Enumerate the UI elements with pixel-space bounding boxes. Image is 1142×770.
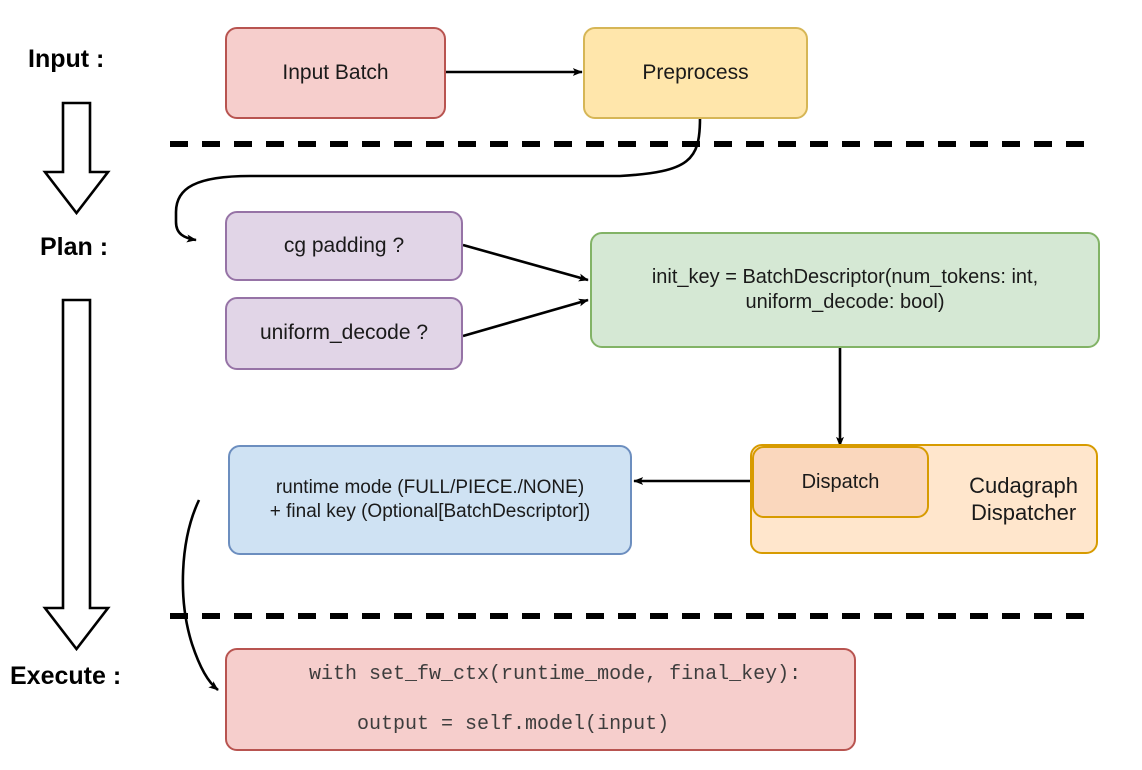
edge-runtime-mode-to-execute-code [181, 499, 219, 692]
node-init-key[interactable]: init_key = BatchDescriptor(num_tokens: i… [590, 232, 1100, 348]
edge-cg-padding-to-init-key [462, 243, 589, 282]
node-execute-code-line2: output = self.model(input) [309, 713, 670, 736]
node-runtime-mode-line1: runtime mode (FULL/PIECE./NONE) [275, 477, 585, 499]
stage-label-plan: Plan : [40, 233, 109, 261]
node-execute-code-line1: with set_fw_ctx(runtime_mode, final_key)… [309, 663, 802, 686]
node-preprocess[interactable]: Preprocess [583, 27, 808, 119]
node-init-key-line1: init_key = BatchDescriptor(num_tokens: i… [651, 266, 1039, 288]
edge-uniform-decode-to-init-key [462, 298, 589, 338]
node-input-batch-label: Input Batch [282, 60, 389, 84]
node-dispatch[interactable]: Dispatch [752, 446, 929, 518]
node-cg-padding[interactable]: cg padding ? [225, 211, 463, 281]
node-runtime-mode[interactable]: runtime mode (FULL/PIECE./NONE) + final … [228, 445, 632, 555]
node-preprocess-label: Preprocess [642, 60, 749, 84]
node-cudagraph-dispatcher-line2: Dispatcher [970, 500, 1077, 525]
node-uniform-decode-label: uniform_decode ? [259, 321, 429, 345]
node-runtime-mode-line2: + final key (Optional[BatchDescriptor]) [269, 501, 591, 522]
block-arrow-plan-to-execute [42, 298, 111, 652]
node-cudagraph-dispatcher-line1: Cudagraph [969, 472, 1078, 498]
node-input-batch[interactable]: Input Batch [225, 27, 446, 119]
node-runtime-mode-text: runtime mode (FULL/PIECE./NONE) + final … [270, 476, 591, 524]
node-dispatch-label: Dispatch [801, 470, 880, 493]
node-execute-code-text: with set_fw_ctx(runtime_mode, final_key)… [237, 637, 801, 762]
node-cudagraph-dispatcher-text: Cudagraph Dispatcher [969, 472, 1078, 527]
block-arrow-input-to-plan [42, 101, 111, 216]
stage-label-input: Input : [28, 45, 105, 73]
node-init-key-line2: uniform_decode: bool) [745, 291, 945, 313]
node-init-key-text: init_key = BatchDescriptor(num_tokens: i… [652, 265, 1038, 315]
node-cg-padding-label: cg padding ? [283, 233, 405, 257]
node-uniform-decode[interactable]: uniform_decode ? [225, 297, 463, 370]
node-execute-code[interactable]: with set_fw_ctx(runtime_mode, final_key)… [225, 648, 856, 751]
stage-label-execute: Execute : [10, 662, 122, 690]
